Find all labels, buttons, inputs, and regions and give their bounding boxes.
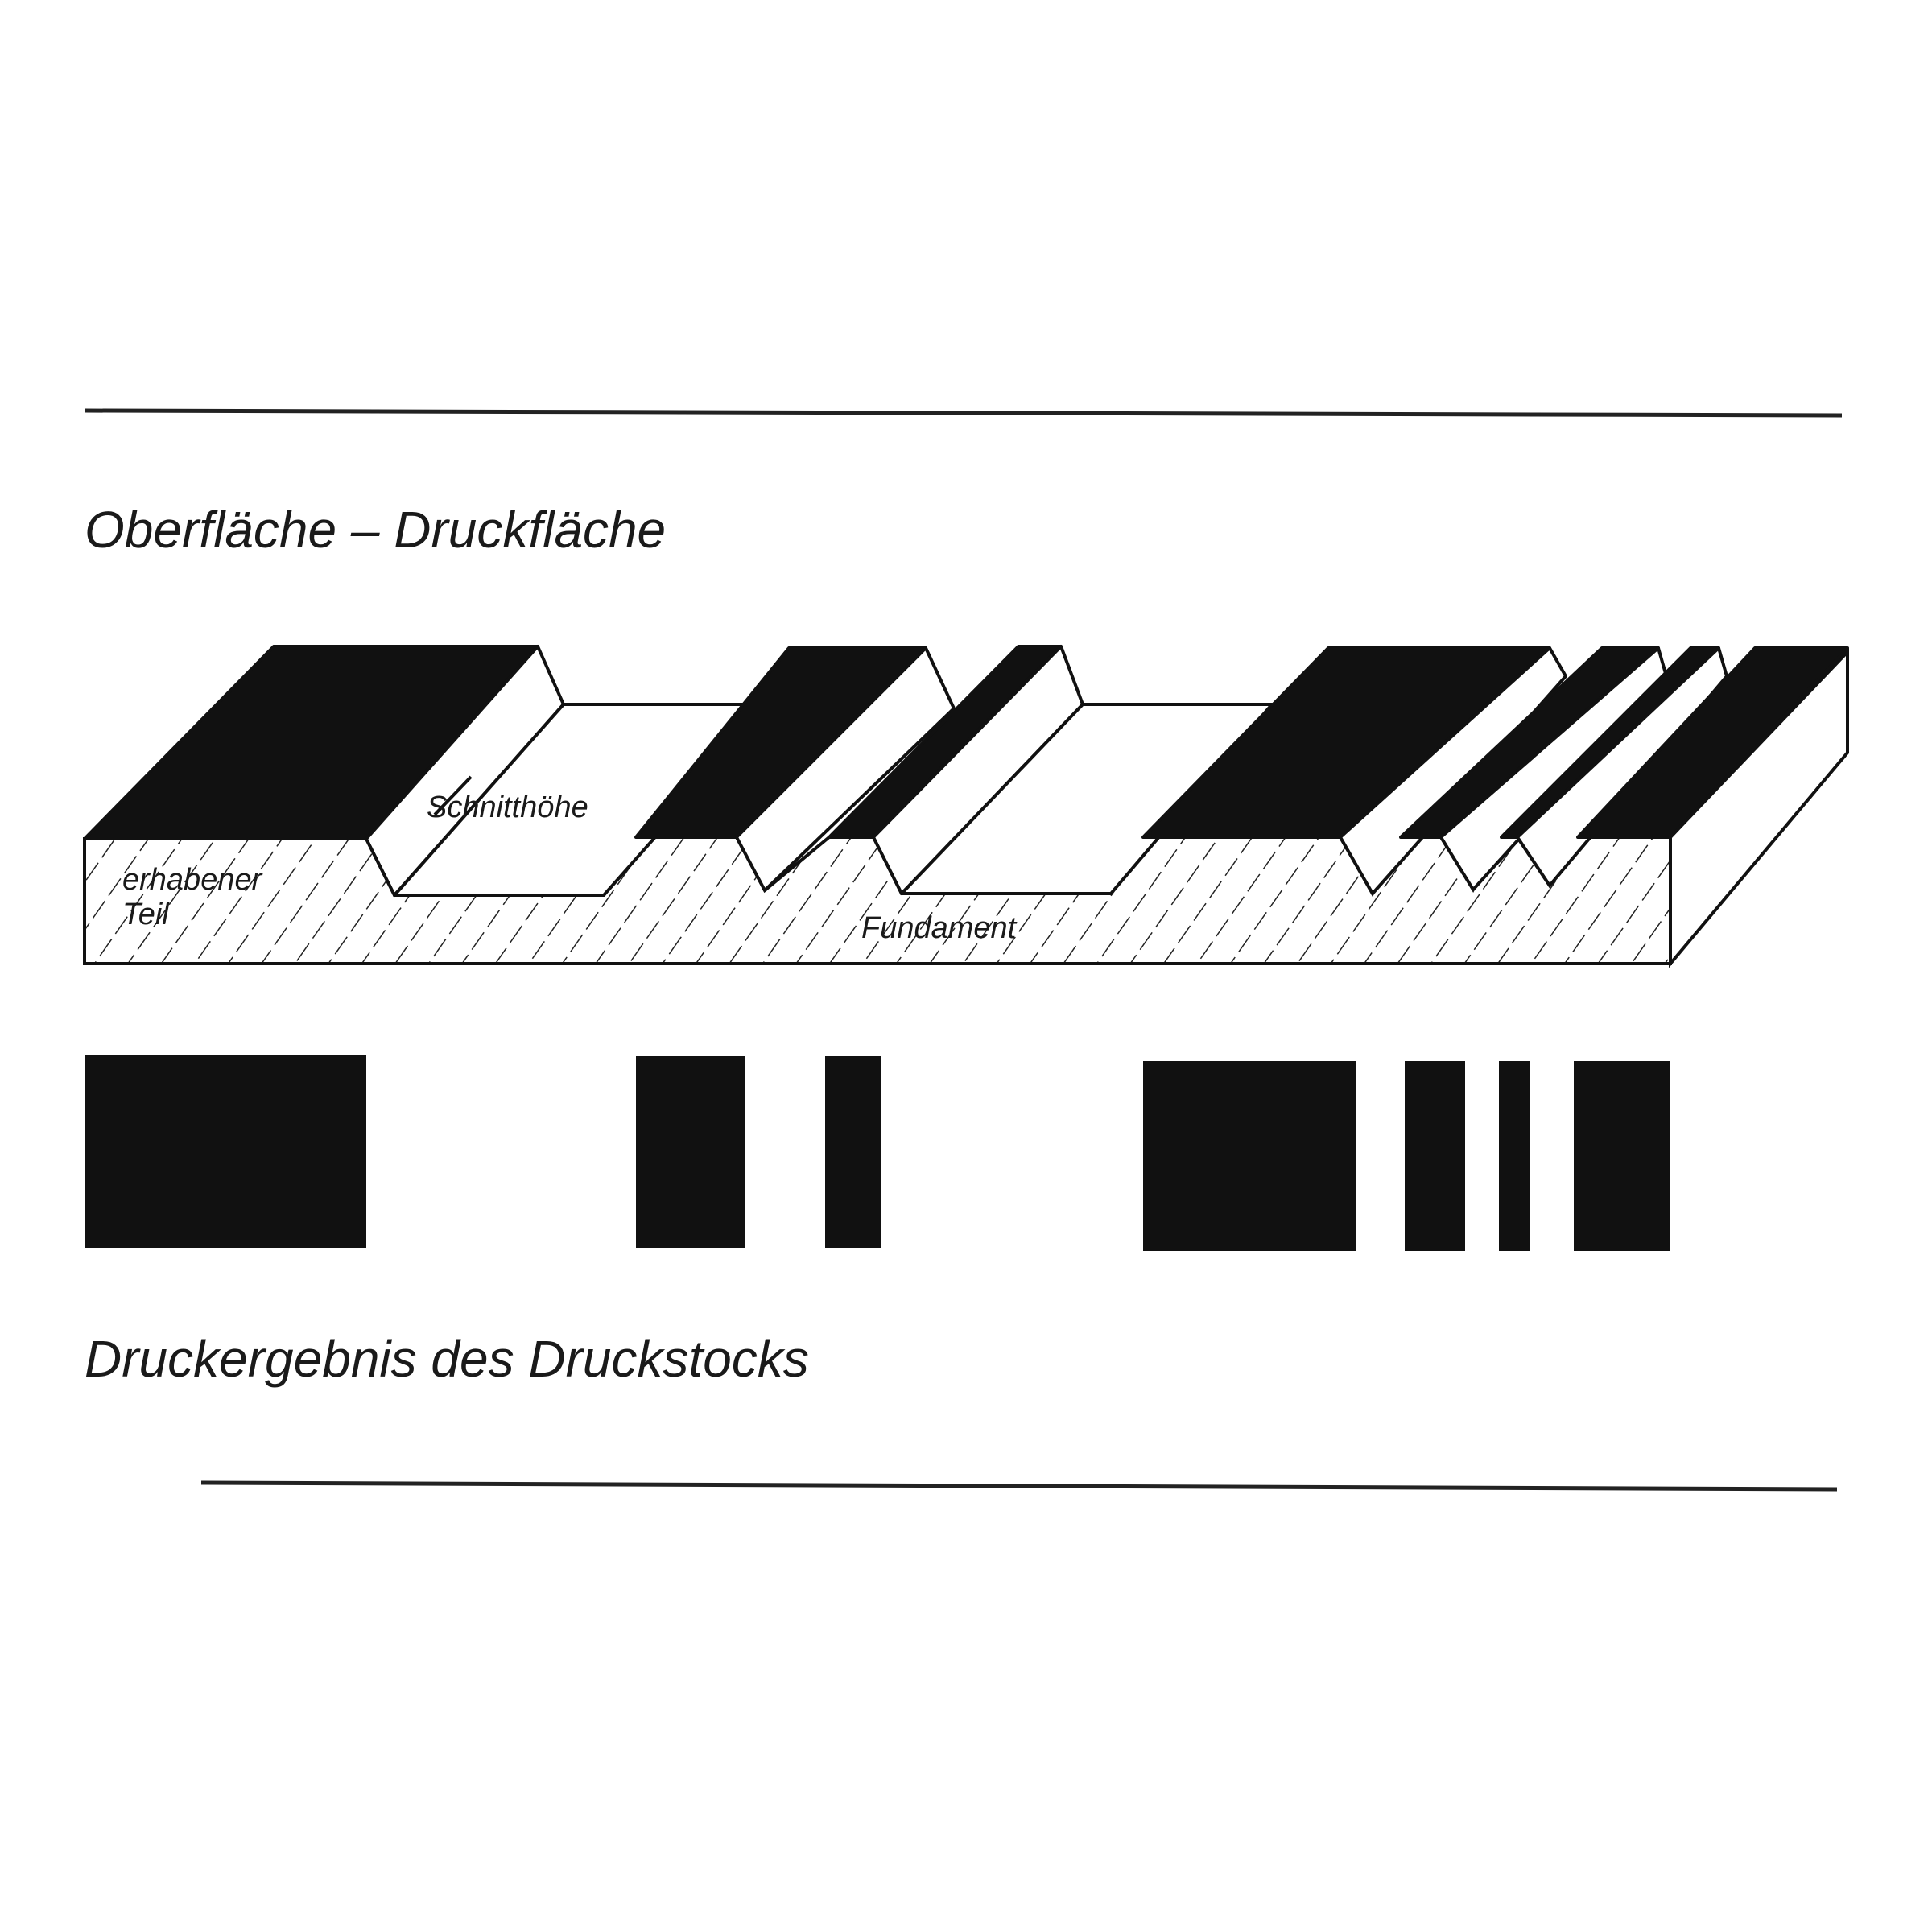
printing-block: Schnitthöhe erhabener Teil Fundament xyxy=(83,645,1849,968)
print-mark-4 xyxy=(1143,1061,1356,1251)
print-mark-5 xyxy=(1405,1061,1465,1251)
page-title: Oberfläche – Druckfläche xyxy=(85,501,666,559)
print-mark-3 xyxy=(825,1056,881,1248)
print-mark-6 xyxy=(1499,1061,1530,1251)
label-erhabener-line1: erhabener xyxy=(122,863,263,897)
print-result xyxy=(85,1055,1670,1251)
top-rule xyxy=(84,408,1843,418)
raised-part-4-flank xyxy=(1339,646,1567,895)
label-erhabener-line2: Teil xyxy=(122,898,170,931)
print-mark-1 xyxy=(85,1055,366,1248)
print-mark-7 xyxy=(1574,1061,1670,1251)
bottom-rule xyxy=(200,1480,1838,1492)
raised-part-2-flank xyxy=(735,646,956,892)
raised-part-7 xyxy=(1576,646,1849,839)
block-right-side xyxy=(1669,648,1849,968)
print-mark-2 xyxy=(636,1056,745,1248)
print-result-caption: Druckergebnis des Druckstocks xyxy=(85,1330,809,1388)
label-fundament: Fundament xyxy=(861,911,1018,945)
schnitthoehe-leader xyxy=(433,775,473,816)
label-schnitthoehe: Schnitthöhe xyxy=(427,791,588,824)
